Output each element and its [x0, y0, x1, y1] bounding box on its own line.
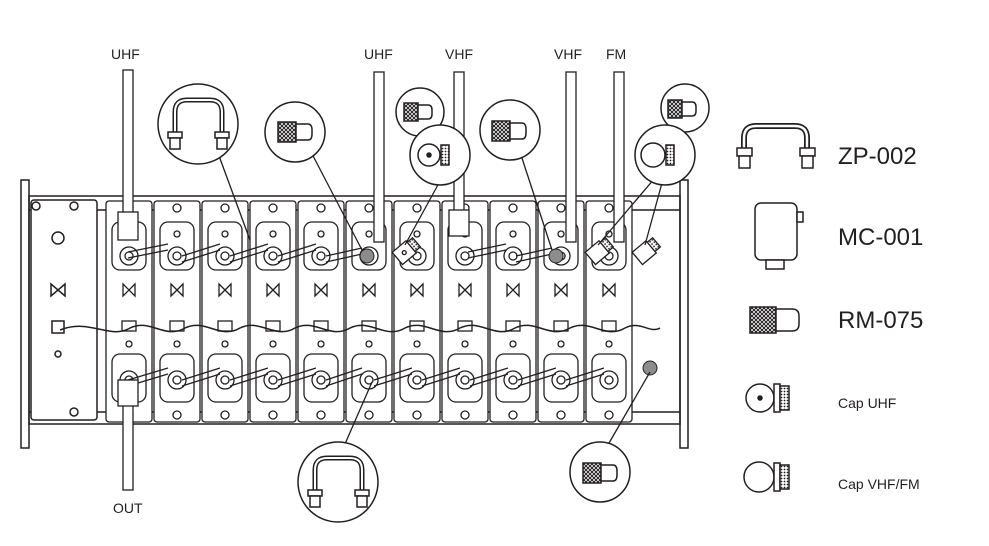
uhf-input-label-2: UHF	[364, 46, 393, 62]
power-supply-unit	[30, 199, 98, 421]
load-icon	[749, 306, 800, 334]
fm-input-label: FM	[606, 46, 627, 62]
lower-bridge-chain	[127, 367, 605, 387]
vhf-input-label-1: VHF	[445, 46, 473, 62]
amplifier-module	[153, 200, 201, 423]
cap-uhf-icon	[745, 383, 790, 413]
amplifier-module	[585, 200, 633, 423]
legend-cap-vhf-fm-label: Cap VHF/FM	[838, 476, 920, 492]
callouts	[157, 83, 710, 523]
amplifier-module	[249, 200, 297, 423]
amplifier-module	[297, 200, 345, 423]
legend-load-label: RM-075	[838, 307, 924, 334]
terminated-ports	[359, 248, 658, 376]
power-cable	[59, 324, 661, 333]
cover-icon	[754, 202, 804, 270]
legend-cover-label: MC-001	[838, 224, 924, 251]
bridge-icon	[736, 123, 816, 169]
cap-vhf-fm-icon	[743, 461, 790, 493]
legend-cap-uhf-label: Cap UHF	[838, 395, 897, 411]
amplifier-module	[537, 200, 585, 423]
amplifier-module	[201, 200, 249, 423]
uhf-input-label-1: UHF	[111, 46, 140, 62]
amplifier-module	[393, 200, 441, 423]
amplifier-modules	[105, 200, 633, 423]
vhf-input-label-2: VHF	[554, 46, 582, 62]
cap-connectors	[391, 236, 662, 266]
output-label: OUT	[113, 500, 143, 516]
upper-bridge-chain	[127, 243, 553, 263]
legend-bridge-label: ZP-002	[838, 143, 917, 170]
legend-icons	[736, 123, 816, 493]
amplifier-module	[489, 200, 537, 423]
